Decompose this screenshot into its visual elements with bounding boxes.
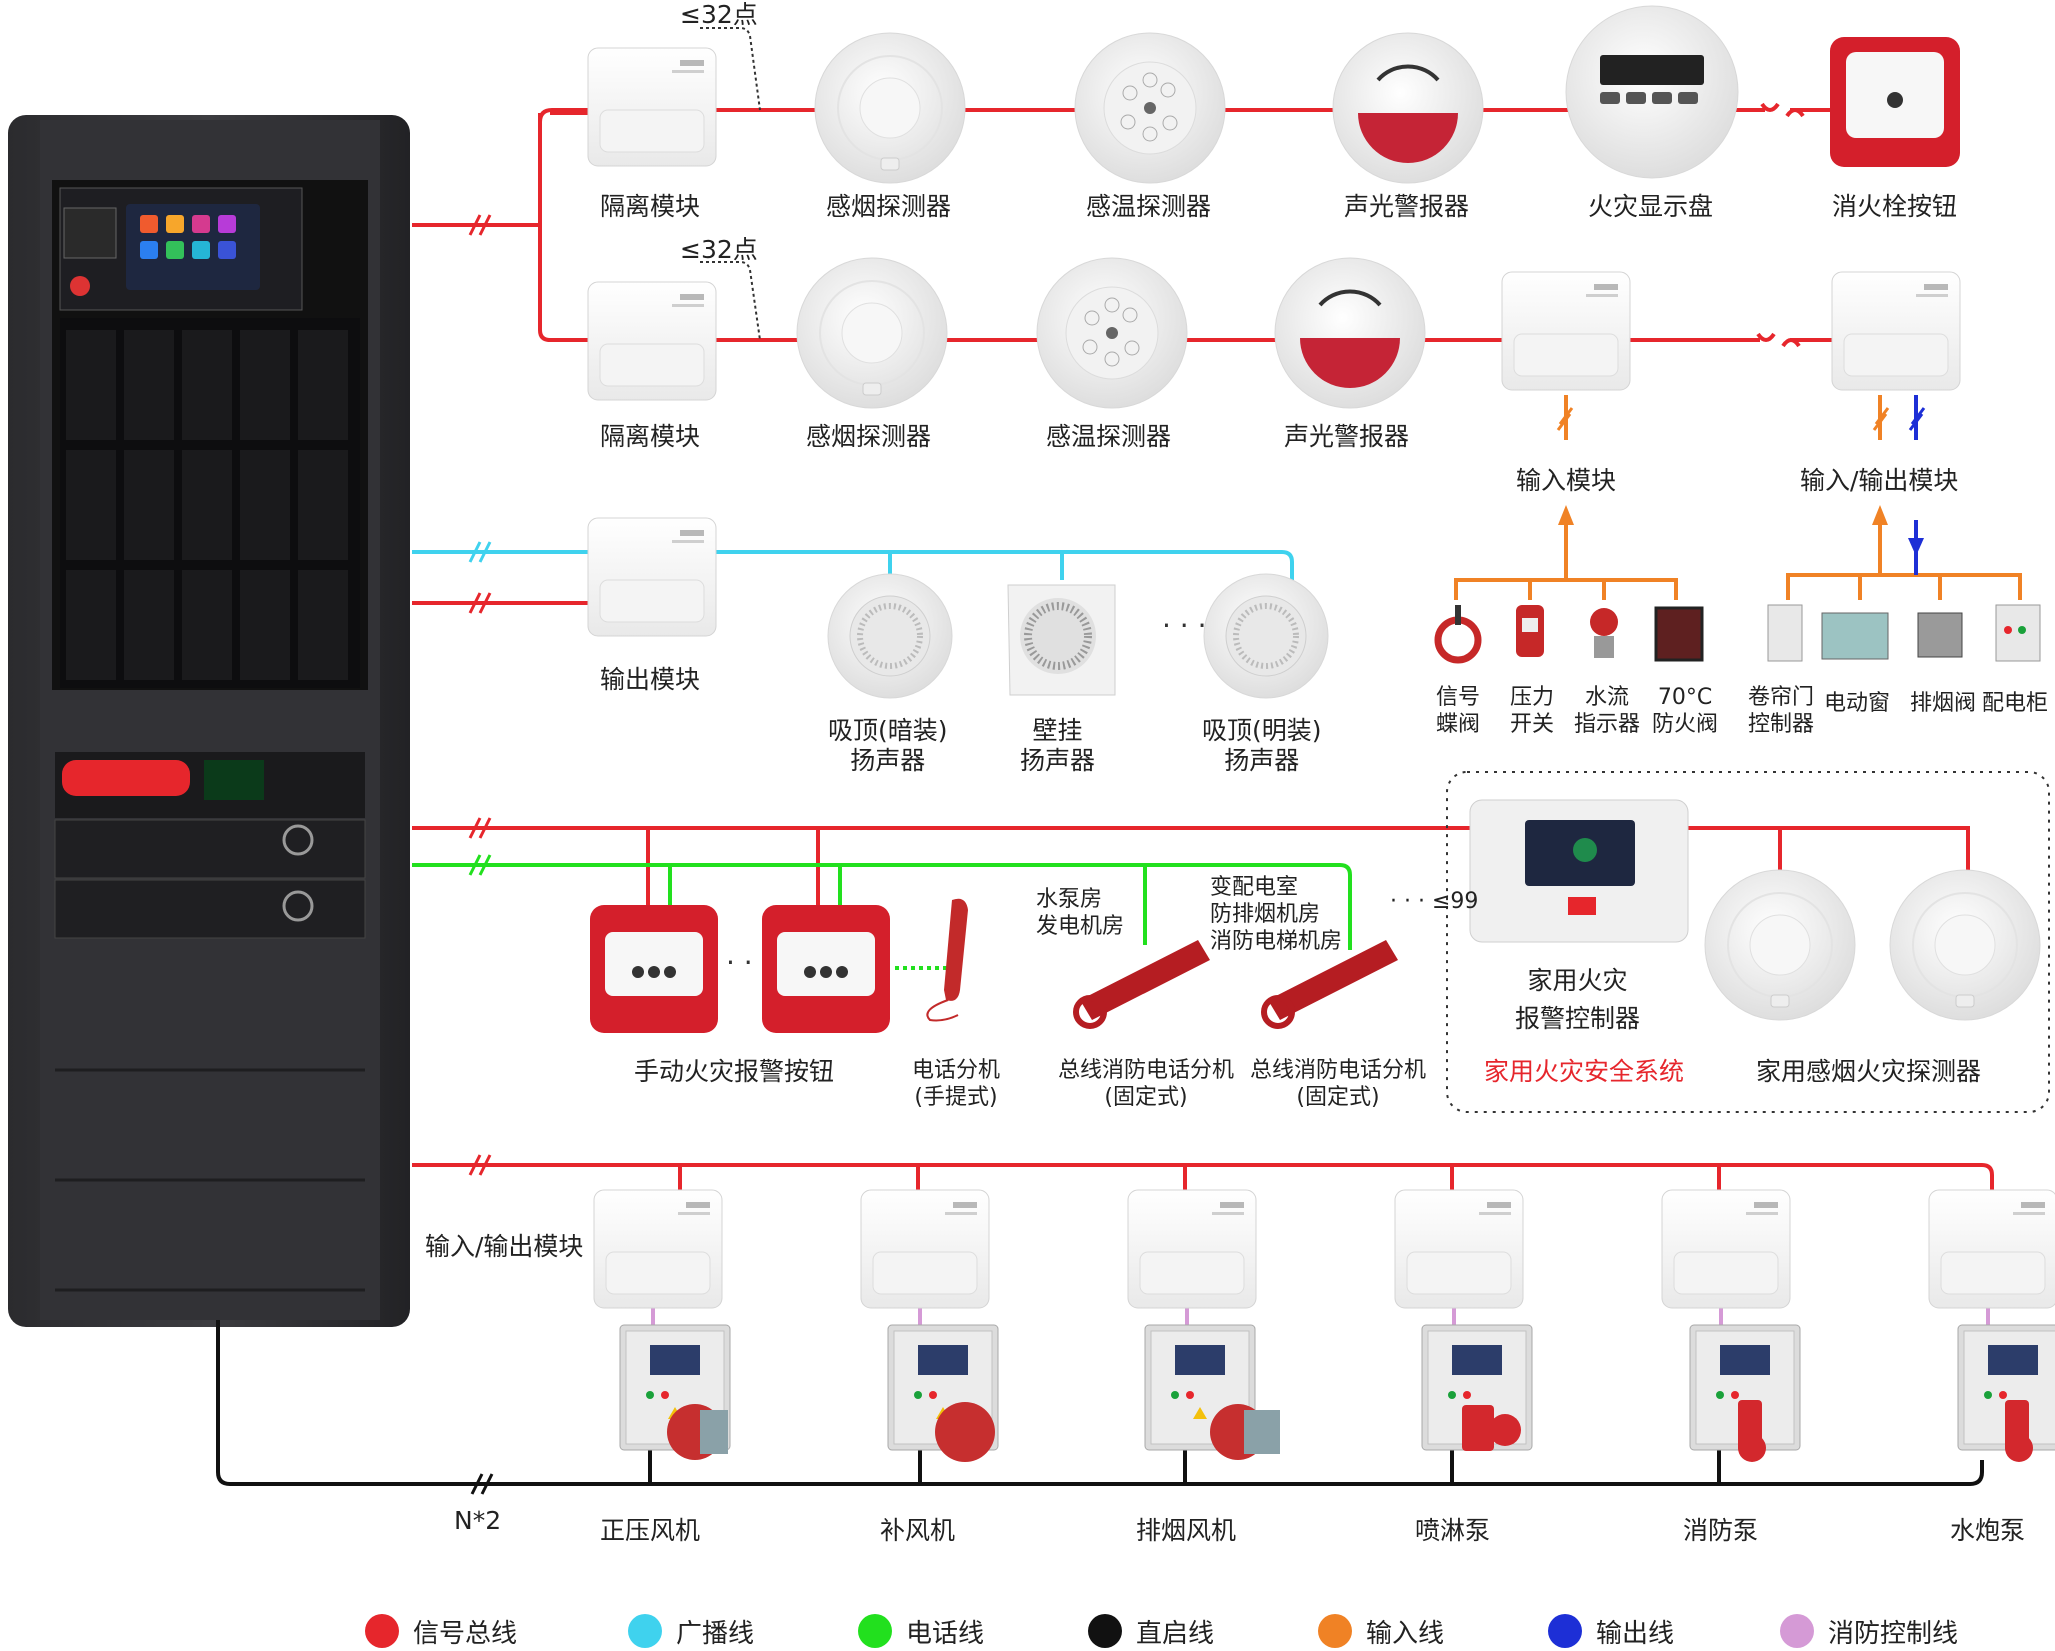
label-home-system: 家用火灾安全系统: [1484, 1057, 1685, 1086]
legend-swatch: [365, 1614, 399, 1648]
equip-io-module-2: [860, 1189, 990, 1309]
label-input-2: 压力开关: [1510, 685, 1555, 737]
label-output-4: 配电柜: [1982, 691, 2049, 716]
manual-call-point-2: [762, 905, 890, 1033]
isolation-module-1: [587, 47, 717, 167]
label-equip-4: 喷淋泵: [1415, 1516, 1491, 1545]
label-location-2: 变配电室防排烟机房消防电梯机房: [1210, 875, 1343, 954]
label-isolation-2: 隔离模块: [600, 422, 701, 451]
label-speaker-1: 吸顶(暗装)扬声器: [828, 716, 948, 775]
label-equip-3: 排烟风机: [1136, 1516, 1237, 1545]
label-speaker-3: 吸顶(明装)扬声器: [1202, 716, 1322, 775]
label-output-module: 输出模块: [600, 665, 701, 694]
label-manual-button: 手动火灾报警按钮: [634, 1057, 835, 1086]
input-devices: [1434, 605, 1704, 664]
label-hydrant: 消火栓按钮: [1832, 192, 1958, 221]
label-fixed-phone-2: 总线消防电话分机(固定式): [1250, 1058, 1427, 1110]
label-smoke-1: 感烟探测器: [826, 192, 952, 221]
label-smoke-2: 感烟探测器: [806, 422, 932, 451]
legend-input: 输入线: [1318, 1613, 1444, 1649]
label-portable-phone: 电话分机(手提式): [912, 1058, 1001, 1110]
equip-io-module-3: [1127, 1189, 1257, 1309]
home-smoke-detector-1: [1704, 869, 1856, 1021]
legend-swatch: [628, 1614, 662, 1648]
equip-io-module-6: [1928, 1189, 2055, 1309]
fire-alarm-controller-cabinet: [8, 115, 410, 1327]
wall-speaker: [1007, 584, 1116, 696]
legend-telephone: 电话线: [858, 1613, 984, 1649]
input-module: [1501, 271, 1631, 391]
fixed-phone-1: [1073, 940, 1210, 1029]
label-input-1: 信号蝶阀: [1436, 685, 1481, 737]
legend-fire-control: 消防控制线: [1780, 1613, 1958, 1649]
smoke-detector-2: [796, 257, 948, 409]
label-output-3: 排烟阀: [1910, 691, 1977, 716]
heat-detector-1: [1074, 32, 1226, 184]
home-fire-controller: [1469, 799, 1689, 943]
label-input-module: 输入模块: [1516, 466, 1617, 495]
legend-output: 输出线: [1548, 1613, 1674, 1649]
label-output-1: 卷帘门控制器: [1748, 685, 1815, 737]
portable-phone: [926, 898, 968, 1022]
label-fixed-phone-1: 总线消防电话分机(固定式): [1058, 1058, 1235, 1110]
equip-io-module-4: [1394, 1189, 1524, 1309]
limit-label-1: ≤32点: [680, 0, 758, 29]
legend-swatch: [1318, 1614, 1352, 1648]
sounder-2: [1273, 256, 1427, 410]
mcp-ellipsis: · ·: [726, 946, 753, 979]
label-sounder-1: 声光警报器: [1344, 192, 1470, 221]
label-input-3: 水流指示器: [1574, 685, 1641, 737]
label-heat-1: 感温探测器: [1086, 192, 1212, 221]
label-equip-2: 补风机: [880, 1516, 956, 1545]
legend-swatch: [1548, 1614, 1582, 1648]
ceiling-speaker-flush: [828, 574, 952, 698]
output-module: [587, 517, 717, 637]
label-output-2: 电动窗: [1824, 691, 1891, 716]
fire-display-panel: [1565, 5, 1739, 179]
label-equip-1: 正压风机: [600, 1516, 701, 1545]
label-equip-5: 消防泵: [1683, 1516, 1759, 1545]
manual-call-point-1: [590, 905, 718, 1033]
limit-label-2: ≤32点: [680, 235, 758, 264]
equip-io-module-5: [1661, 1189, 1791, 1309]
label-phone-limit: · · · ≤99: [1390, 889, 1479, 914]
label-equip-io-module: 输入/输出模块: [425, 1232, 584, 1261]
label-location-1: 水泵房发电机房: [1036, 887, 1125, 939]
label-isolation-1: 隔离模块: [600, 192, 701, 221]
fixed-phone-2: [1261, 940, 1398, 1029]
hydrant-button: [1830, 37, 1960, 167]
heat-detector-2: [1036, 257, 1188, 409]
label-display: 火灾显示盘: [1588, 192, 1714, 221]
legend-signal-bus: 信号总线: [365, 1613, 517, 1649]
legend-swatch: [1780, 1614, 1814, 1648]
home-smoke-detector-2: [1889, 869, 2041, 1021]
legend-swatch: [1088, 1614, 1122, 1648]
output-devices: [1767, 604, 2041, 662]
fans-and-pumps: [667, 1400, 2033, 1462]
label-io-module: 输入/输出模块: [1800, 466, 1959, 495]
label-sounder-2: 声光警报器: [1284, 422, 1410, 451]
smoke-detector-1: [814, 32, 966, 184]
label-bus-count: N*2: [454, 1506, 502, 1535]
isolation-module-2: [587, 281, 717, 401]
legend-swatch: [858, 1614, 892, 1648]
sounder-1: [1331, 31, 1485, 185]
equip-io-module-1: [593, 1189, 723, 1309]
label-heat-2: 感温探测器: [1046, 422, 1172, 451]
broadcast-ellipsis: · · ·: [1162, 609, 1207, 642]
label-home-smoke: 家用感烟火灾探测器: [1756, 1057, 1982, 1086]
ceiling-speaker-surface: [1204, 574, 1328, 698]
label-equip-6: 水炮泵: [1950, 1516, 2026, 1545]
legend-direct-start: 直启线: [1088, 1613, 1214, 1649]
io-module: [1831, 271, 1961, 391]
legend-broadcast: 广播线: [628, 1613, 754, 1649]
label-speaker-2: 壁挂扬声器: [1020, 716, 1096, 775]
label-home-controller: 家用火灾报警控制器: [1515, 966, 1641, 1033]
signal-bus-lines: [216, 108, 2022, 1486]
